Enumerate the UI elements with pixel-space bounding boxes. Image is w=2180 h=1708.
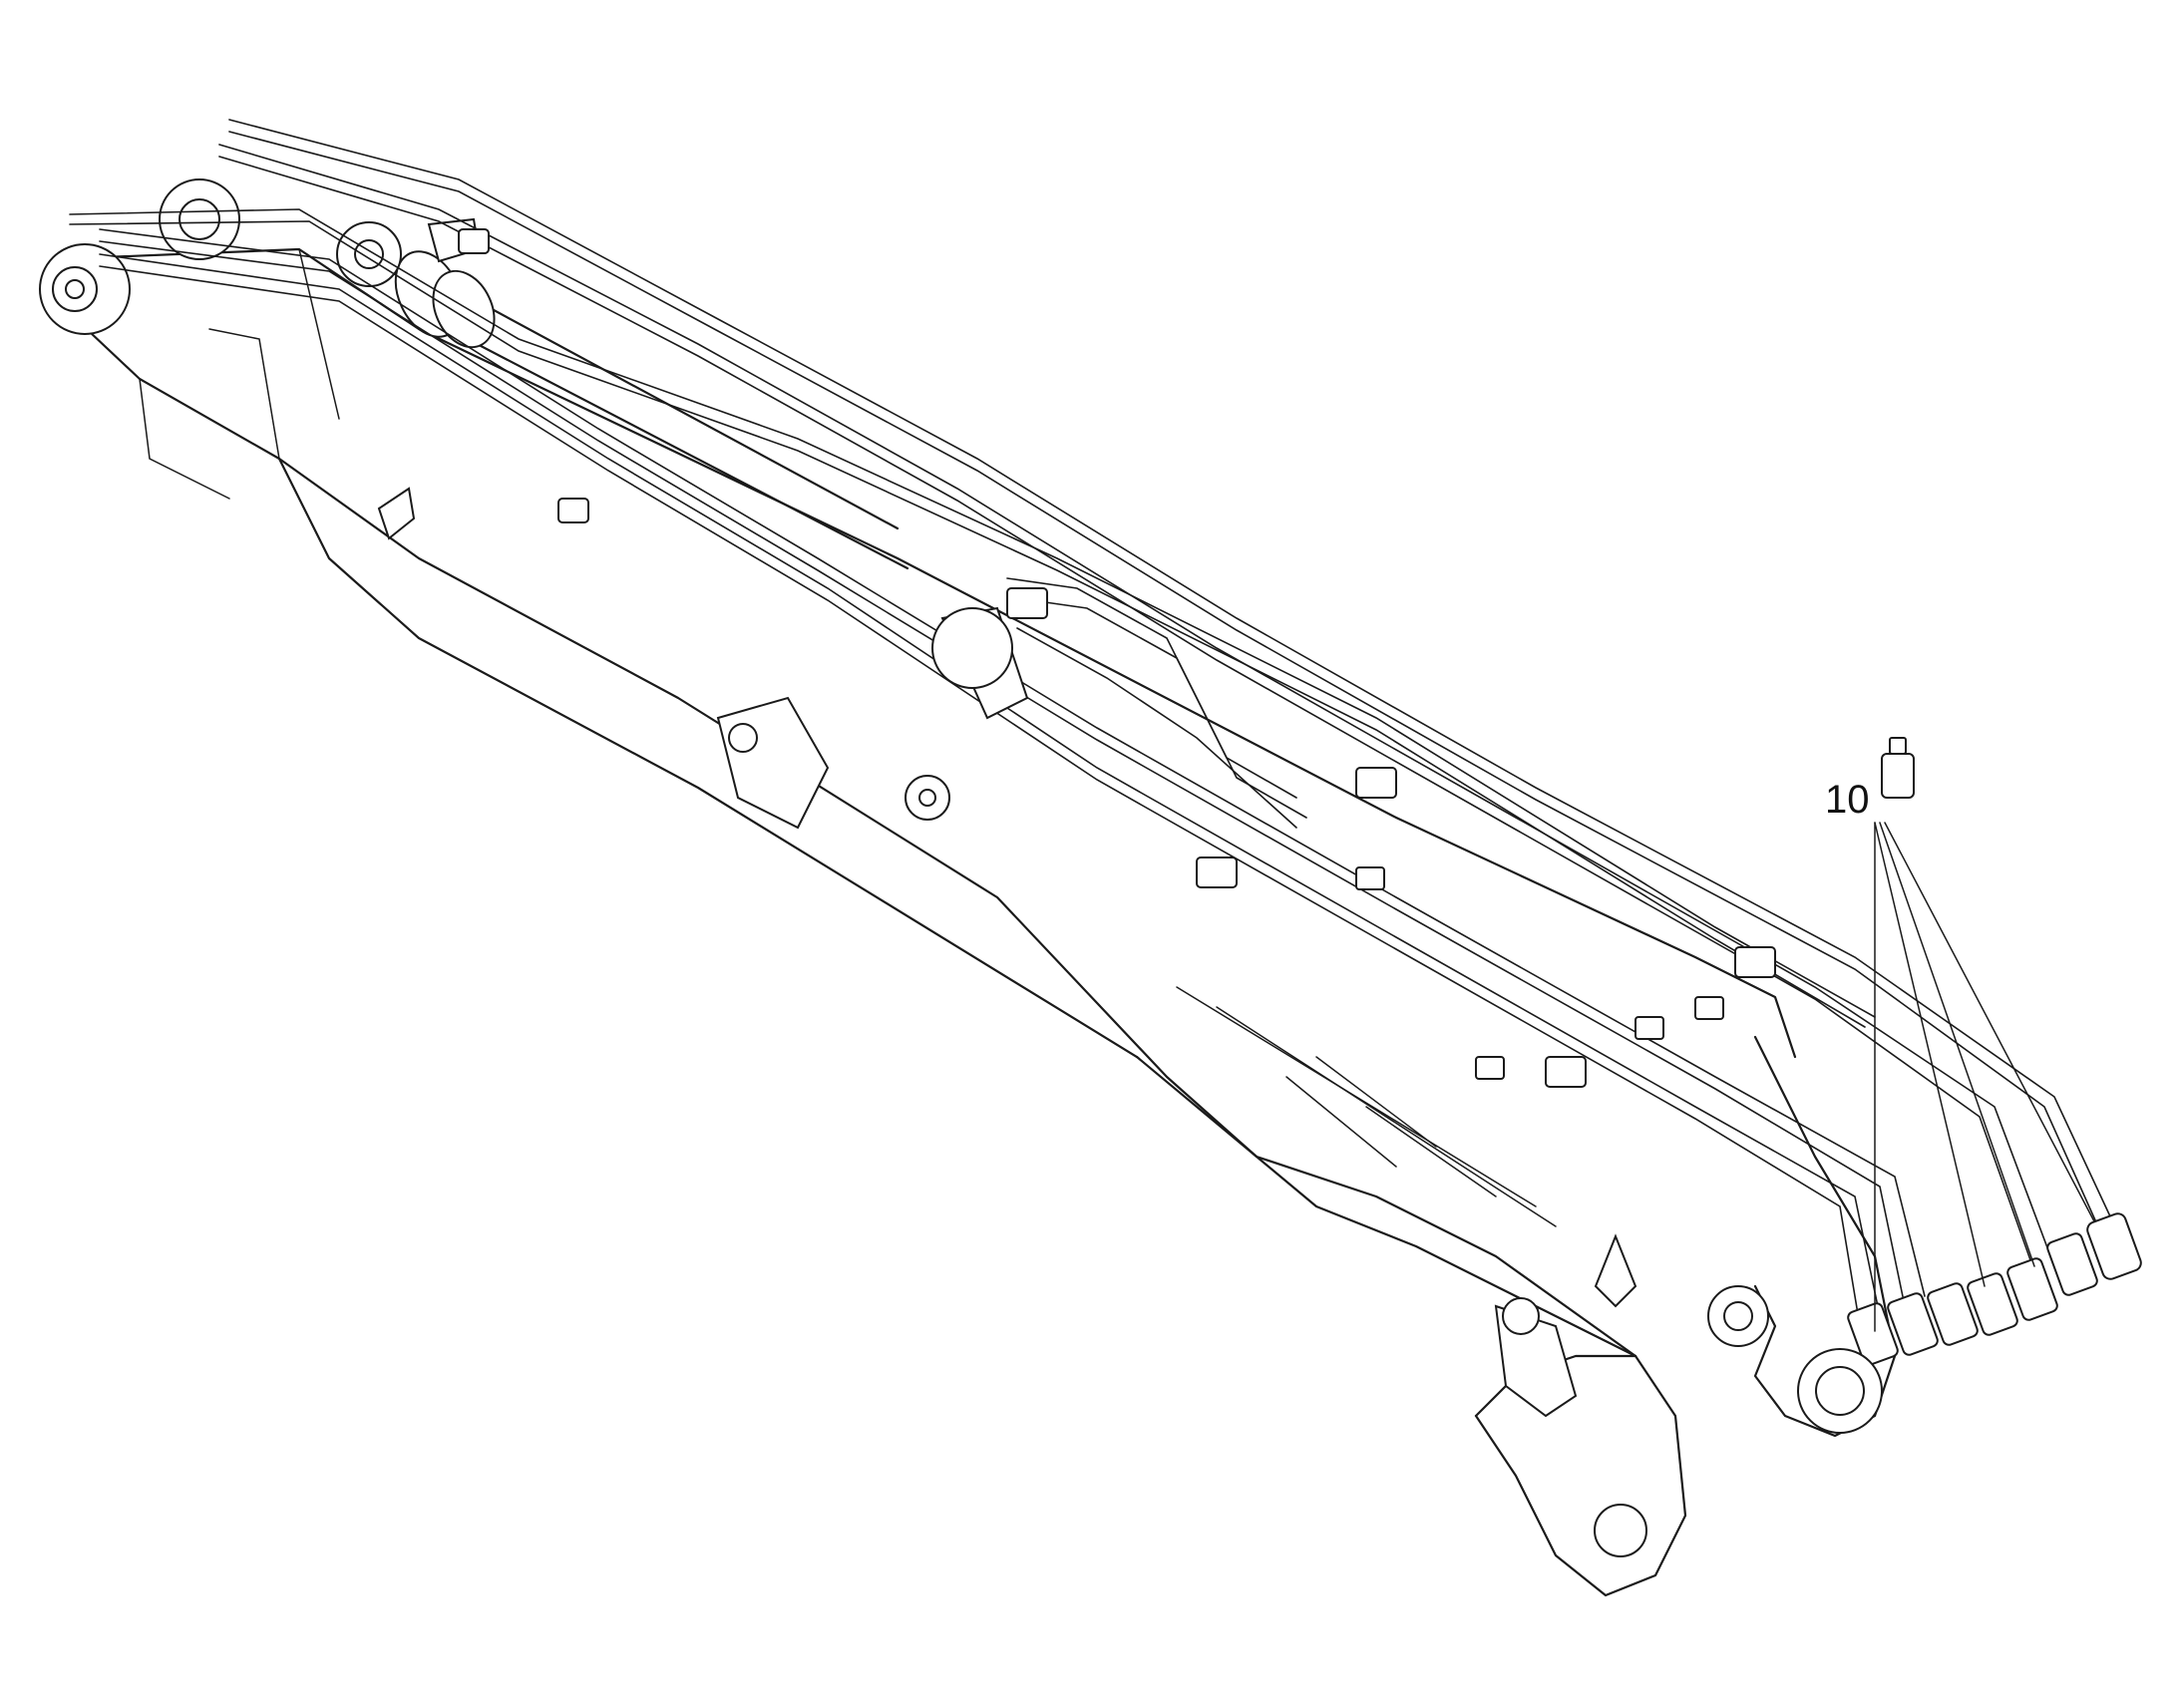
side-bosses — [377, 487, 1029, 830]
callout-10: 10 — [1825, 778, 2095, 1332]
fitting-part-icon — [1881, 737, 1915, 799]
leader-line-2 — [1874, 822, 1986, 1287]
hose-bundle — [69, 119, 2125, 1327]
hose-end-fittings — [1847, 1212, 2142, 1366]
leader-line-4 — [1884, 822, 2095, 1222]
callout-10-label: 10 — [1825, 778, 1870, 822]
front-pivot — [1494, 1233, 1883, 1557]
leader-line-3 — [1879, 822, 2035, 1267]
boom-body — [53, 247, 1897, 1597]
hose-clamps — [458, 228, 1776, 1088]
hydraulic-cylinder — [336, 217, 909, 570]
